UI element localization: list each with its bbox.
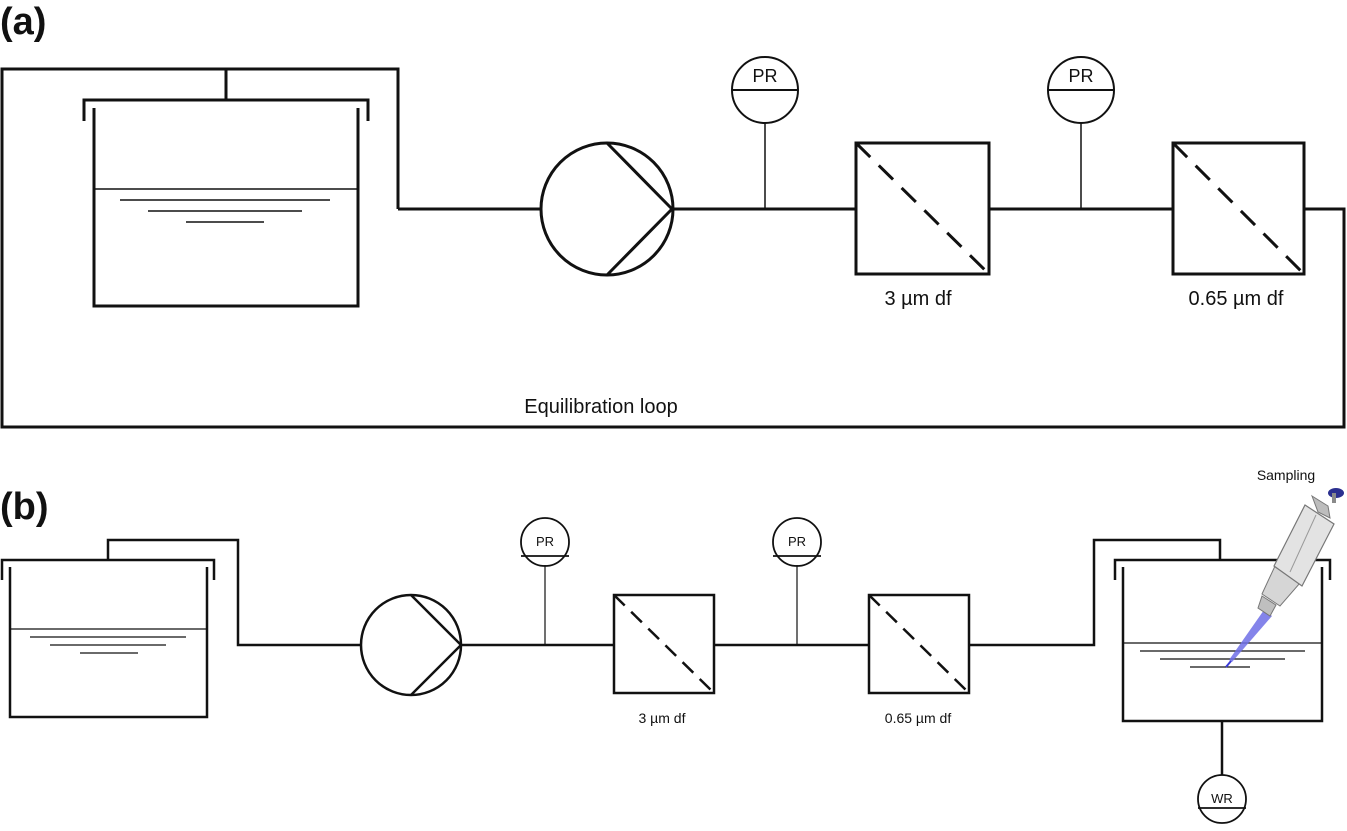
pressure-gauge-b-1: PR: [520, 517, 570, 645]
tank-b-feed: [0, 538, 361, 719]
filter-a-2: 0.65 µm df: [1171, 141, 1306, 310]
weight-gauge-label: WR: [1211, 791, 1233, 806]
panel-a-label: (a): [0, 1, 46, 43]
filter-b-1: 3 µm df: [612, 593, 716, 726]
pressure-gauge-a-2: PR: [1047, 56, 1115, 209]
filter-b-2-label: 0.65 µm df: [885, 710, 952, 726]
panel-a: (a) PR: [0, 1, 1346, 429]
filter-a-1-label: 3 µm df: [884, 288, 952, 310]
pressure-gauge-a-1: PR: [731, 56, 799, 209]
pressure-gauge-b-2: PR: [772, 517, 822, 645]
pipette-icon: [1225, 488, 1344, 668]
gauge-a-1-label: PR: [752, 66, 777, 86]
pipe-b-1: [106, 538, 361, 647]
pump-a: [539, 141, 675, 277]
loop-pipe: [0, 67, 1346, 429]
panel-b-label: (b): [0, 486, 49, 528]
gauge-b-1-label: PR: [536, 534, 554, 549]
panel-b: (b) PR 3 µm df: [0, 467, 1344, 824]
pipe-b-4: [969, 538, 1222, 647]
tank-a: [82, 69, 370, 308]
filter-b-2: 0.65 µm df: [867, 593, 971, 726]
sampling-label: Sampling: [1257, 467, 1315, 483]
loop-label: Equilibration loop: [524, 396, 677, 418]
weight-gauge: WR: [1197, 721, 1247, 824]
pump-b: [359, 593, 463, 697]
filter-a-2-label: 0.65 µm df: [1189, 288, 1284, 310]
filter-a-1: 3 µm df: [854, 141, 991, 310]
filter-b-1-label: 3 µm df: [639, 710, 686, 726]
gauge-b-2-label: PR: [788, 534, 806, 549]
gauge-a-2-label: PR: [1068, 66, 1093, 86]
